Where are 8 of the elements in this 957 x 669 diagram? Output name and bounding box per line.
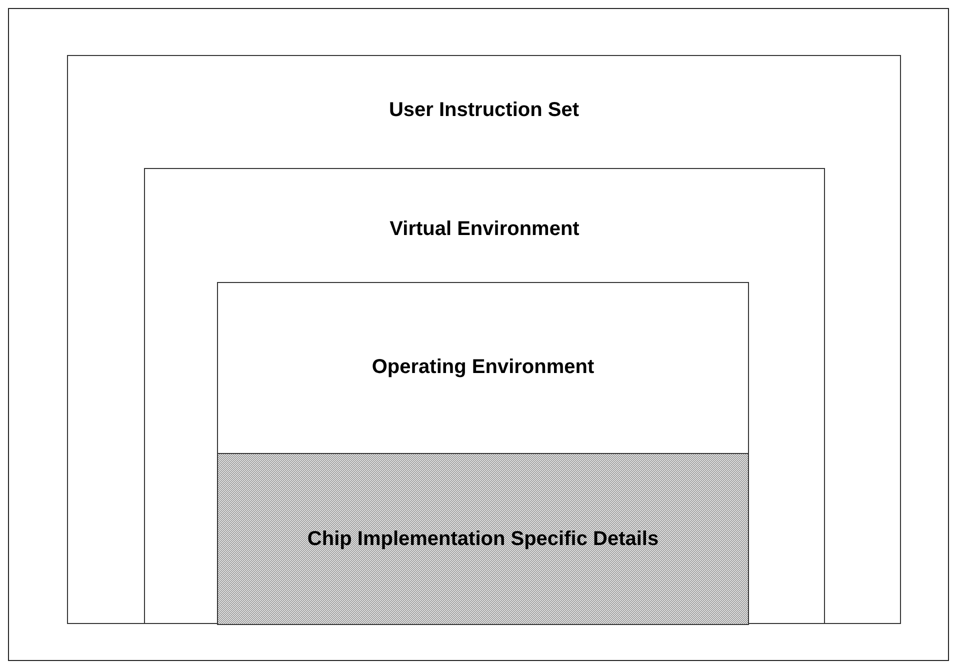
layer-title: Chip Implementation Specific Details bbox=[307, 528, 659, 550]
layer-title: Operating Environment bbox=[372, 356, 594, 379]
layer-box bbox=[67, 55, 901, 624]
shaded-layer-box bbox=[217, 453, 749, 625]
layer-box bbox=[217, 282, 749, 454]
layer-title: Virtual Environment bbox=[390, 218, 580, 241]
layer-box bbox=[144, 168, 825, 624]
layer-title: User Instruction Set bbox=[388, 99, 580, 122]
